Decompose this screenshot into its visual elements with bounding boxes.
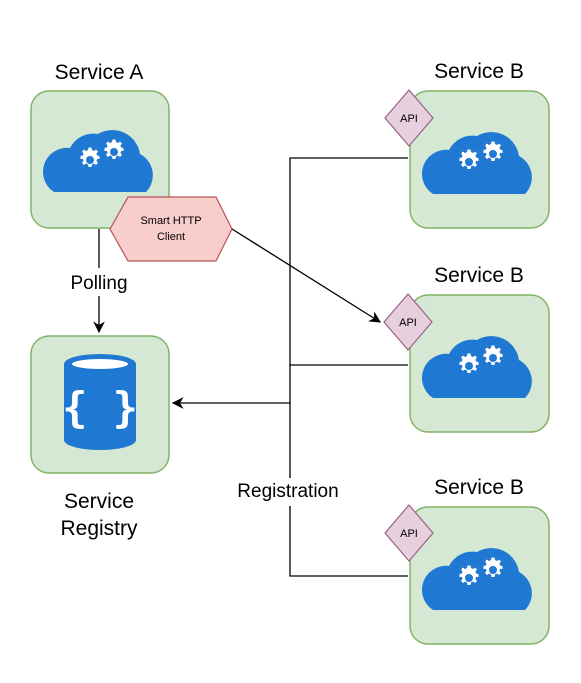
cloud-gears-icon: [42, 130, 153, 192]
cloud-gears-icon: [421, 336, 532, 398]
service-b-3-api-label: API: [400, 528, 418, 540]
registry-title-line2: Registry: [60, 517, 138, 540]
service-b-2-title: Service B: [434, 264, 524, 287]
service-b-1-title: Service B: [434, 60, 524, 83]
polling-label: Polling: [70, 273, 127, 294]
smart-http-client[interactable]: [109, 196, 233, 262]
smart-http-client-label-1: Smart HTTP: [140, 215, 201, 227]
service-a-title: Service A: [55, 61, 144, 84]
registration-label: Registration: [237, 481, 338, 502]
registration-label-bg: [226, 478, 350, 506]
service-b-1-api-label: API: [400, 113, 418, 125]
cloud-gears-icon: [421, 548, 532, 610]
service-b-1-api[interactable]: [384, 89, 434, 147]
service-b-3-api[interactable]: [384, 504, 434, 562]
service-b-3-title: Service B: [434, 476, 524, 499]
svg-text:{ }: { }: [62, 383, 138, 432]
registry-title-line1: Service: [64, 490, 134, 513]
database-braces-icon: { }: [62, 354, 138, 450]
service-b-2-api[interactable]: [383, 293, 433, 351]
service-b-2-api-label: API: [399, 317, 417, 329]
registration-bus: [289, 157, 408, 577]
smart-http-client-label-2: Client: [157, 231, 185, 243]
cloud-gears-icon: [421, 132, 532, 194]
polling-label-bg: [60, 268, 138, 296]
request-edge: [231, 228, 381, 323]
